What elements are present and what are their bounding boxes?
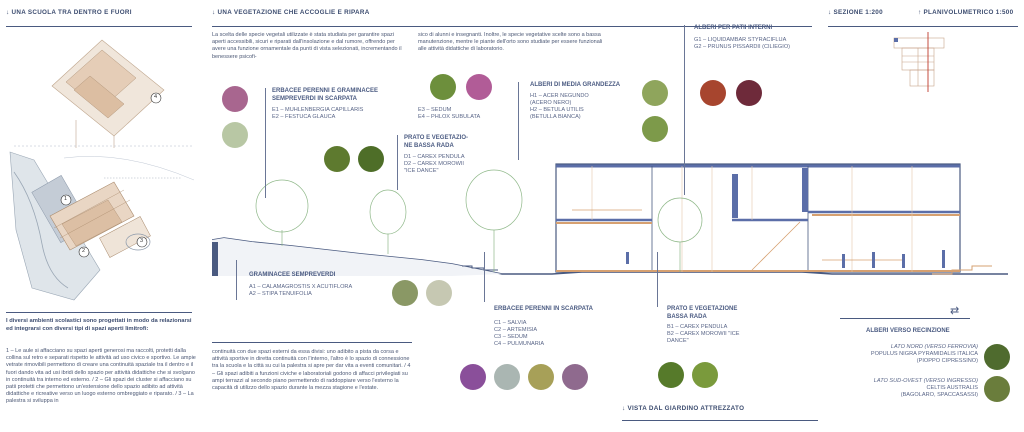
- rule-bottom-text: [212, 342, 412, 343]
- mini-planivolumetric: [893, 32, 945, 92]
- plant-photo-e3: [430, 74, 456, 100]
- recinzione-sud-label: LATO SUD-OVEST (VERSO INGRESSO): [873, 378, 978, 384]
- plant-photo-c2: [494, 364, 520, 390]
- section-drawing: [212, 163, 1008, 276]
- section-trees: [255, 169, 703, 272]
- prato-top-title: PRATO E VEGETAZIO- NE BASSA RADA: [404, 135, 469, 149]
- plant-photo-e1: [222, 86, 248, 112]
- graminacee-title: GRAMINACEE SEMPREVERDI: [249, 272, 336, 278]
- header-plan: ↑ PLANIVOLUMETRICO 1:500: [918, 9, 1014, 16]
- header-rule-vegetation: [212, 26, 812, 27]
- prato-bottom-title: PRATO E VEGETAZIONE BASSA RADA: [667, 306, 738, 320]
- recinzione-title: ALBERI VERSO RECINZIONE: [866, 328, 950, 334]
- plan-marker-4: 4: [154, 94, 158, 100]
- plant-photo-c3: [528, 364, 554, 390]
- plant-photo-a1: [392, 280, 418, 306]
- plant-photo-c4: [562, 364, 588, 390]
- plant-photo-populus: [984, 344, 1010, 370]
- recinzione-nord-items: POPULUS NIGRA PYRAMIDALIS ITALICA (PIOPP…: [870, 351, 978, 364]
- plant-photo-b2: [692, 362, 718, 388]
- prato-top-items: D1 – CAREX PENDULA D2 – CAREX MOROWII "I…: [404, 154, 465, 174]
- rule-left-text: [6, 312, 192, 313]
- e34-items: E3 – SEDUM E4 – PHLOX SUBULATA: [418, 107, 481, 120]
- plan-marker-3: 3: [140, 238, 144, 244]
- plant-photo-celtis: [984, 376, 1010, 402]
- header-section: ↓ SEZIONE 1:200: [828, 9, 883, 16]
- plan-marker-1: 1: [64, 196, 68, 202]
- header-rule-section: [828, 26, 1018, 27]
- alberi-media-title: ALBERI DI MEDIA GRANDEZZA: [530, 82, 621, 88]
- callout-line-a: [236, 260, 237, 300]
- building-section: [555, 163, 961, 273]
- prato-bottom-items: B1 – CAREX PENDULA B2 – CAREX MOROWII "I…: [667, 324, 740, 344]
- erbacee-bottom-title: ERBACEE PERENNI IN SCARPATA: [494, 306, 594, 312]
- plan-markers: [60, 92, 162, 258]
- alberi-patii-items: G1 – LIQUIDAMBAR STYRACIFLUA G2 – PRUNUS…: [694, 37, 791, 50]
- plant-photo-e2: [222, 122, 248, 148]
- alberi-media-items: H1 – ACER NEGUNDO (ACERO NERO) H2 – BETU…: [530, 93, 589, 120]
- arrows-icon: ⇄: [950, 305, 960, 317]
- intro-col2: sico di alunni e insegnanti. Inoltre, le…: [418, 32, 603, 53]
- erbacee-bottom-items: C1 – SALVIA C2 – ARTEMISIA C3 – SEDUM C4…: [494, 320, 545, 347]
- header-garden: ↓ VISTA DAL GIARDINO ATTREZZATO: [622, 405, 745, 412]
- callout-line-c: [484, 252, 485, 302]
- plant-photo-h1: [642, 80, 668, 106]
- header-school: ↓ UNA SCUOLA TRA DENTRO E FUORI: [6, 9, 132, 16]
- erbacee-top-items: E1 – MUHLENBERGIA CAPILLARIS E2 – FESTUC…: [272, 107, 364, 120]
- header-rule-garden: [622, 420, 818, 421]
- lower-site-plan: [9, 151, 195, 301]
- intro-col1: La scelta delle specie vegetali utilizza…: [212, 32, 402, 60]
- header-rule-school: [6, 26, 192, 27]
- recinzione-nord-label: LATO NORD (VERSO FERROVIA): [890, 344, 978, 350]
- rule-recinzione: [840, 318, 970, 319]
- left-text-lead: I diversi ambienti scolastici sono proge…: [6, 318, 192, 332]
- plant-photo-a2: [426, 280, 452, 306]
- left-text-body: 1 – Le aule si affacciano su spazi apert…: [6, 348, 196, 405]
- plan-marker-2: 2: [82, 248, 86, 254]
- callout-line-g: [684, 25, 685, 195]
- recinzione-sud-items: CELTIS AUSTRALIS (BAGOLARO, SPACCASASSI): [900, 385, 978, 398]
- callout-line-d: [397, 135, 398, 190]
- upper-axonometric: [51, 39, 165, 148]
- plant-photo-c1: [460, 364, 486, 390]
- human-figures: [626, 250, 945, 268]
- erbacee-top-title: ERBACEE PERENNI E GRAMINACEE SEMPREVERDI…: [272, 88, 379, 102]
- plant-photo-e4: [466, 74, 492, 100]
- plant-photo-d2: [358, 146, 384, 172]
- callout-line-h: [518, 82, 519, 160]
- callout-line-e: [265, 88, 266, 198]
- graminacee-items: A1 – CALAMAGROSTIS X ACUTIFLORA A2 – STI…: [249, 284, 353, 297]
- plant-photo-g2: [736, 80, 762, 106]
- plant-photo-b1: [658, 362, 684, 388]
- callout-line-b: [657, 252, 658, 307]
- plant-photo-h2: [642, 116, 668, 142]
- school-plan-drawing: [9, 39, 195, 301]
- bottom-text-body: continuità con due spazi esterni da essa…: [212, 349, 411, 392]
- plant-photo-d1: [324, 146, 350, 172]
- plant-photo-g1: [700, 80, 726, 106]
- alberi-patii-title: ALBERI PER PATII INTERNI: [694, 25, 773, 31]
- header-vegetation: ↓ UNA VEGETAZIONE CHE ACCOGLIE E RIPARA: [212, 9, 370, 16]
